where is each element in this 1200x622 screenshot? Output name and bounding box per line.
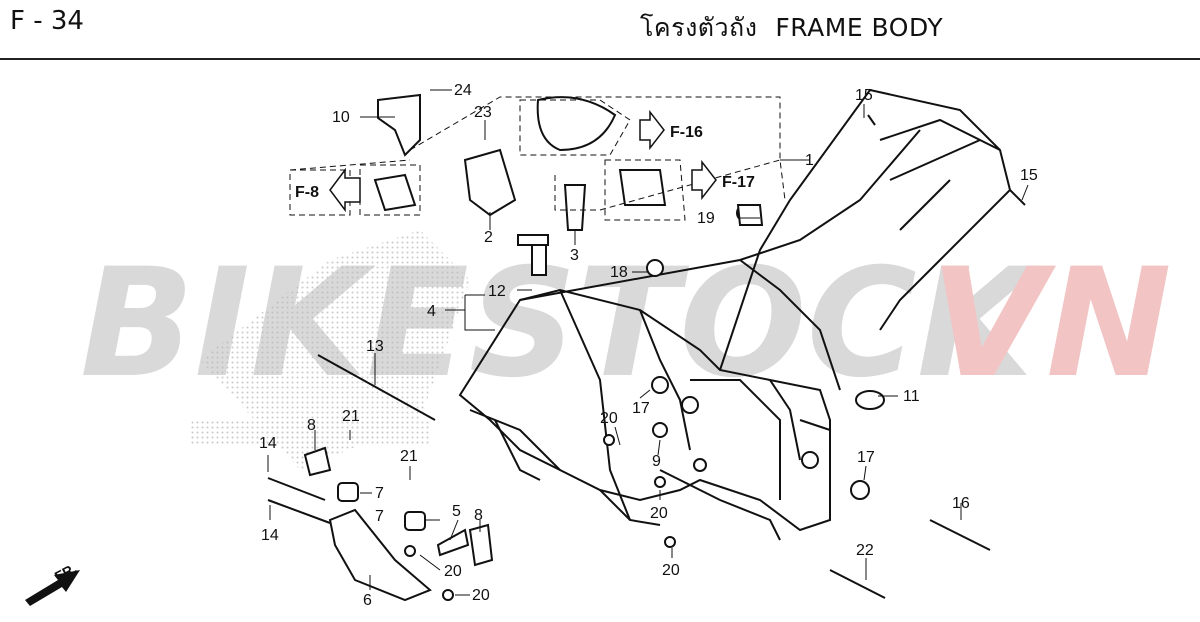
ref-f17[interactable]: F-17 [722, 174, 755, 191]
reference-boxes [289, 96, 786, 221]
page-title: โครงตัวถัง FRAME BODY [640, 8, 943, 48]
callout-15a[interactable]: 15 [855, 87, 873, 104]
callout-24[interactable]: 24 [454, 82, 472, 99]
callout-20e[interactable]: 20 [472, 587, 490, 604]
callout-17a[interactable]: 17 [632, 400, 650, 417]
arrow-left-icon [329, 167, 361, 213]
callout-1[interactable]: 1 [805, 152, 814, 169]
callout-7a[interactable]: 7 [375, 485, 384, 502]
title-thai: โครงตัวถัง [640, 13, 758, 42]
callout-6[interactable]: 6 [363, 592, 372, 609]
page-code: F - 34 [10, 6, 84, 36]
callout-8a[interactable]: 8 [307, 417, 316, 434]
callout-21b[interactable]: 21 [400, 448, 418, 465]
callout-14b[interactable]: 14 [261, 527, 279, 544]
callout-15b[interactable]: 15 [1020, 167, 1038, 184]
callout-20d[interactable]: 20 [444, 563, 462, 580]
parts-diagram: BIKESTOCK VN [25, 82, 1172, 609]
callout-11[interactable]: 11 [903, 388, 920, 405]
ref-f8[interactable]: F-8 [295, 184, 319, 201]
front-label: FR. [52, 560, 79, 585]
callout-13[interactable]: 13 [366, 338, 384, 355]
callout-9[interactable]: 9 [652, 453, 661, 470]
arrow-right-icon [691, 159, 717, 201]
brand-logo-watermark [190, 230, 470, 470]
leader-lines [267, 89, 1029, 596]
front-direction-indicator: FR. [25, 560, 80, 606]
reference-arrows [329, 109, 717, 213]
callout-12[interactable]: 12 [488, 283, 506, 300]
callout-23[interactable]: 23 [474, 104, 492, 121]
fasteners [267, 93, 1026, 602]
title-english: FRAME BODY [775, 13, 944, 42]
callout-19[interactable]: 19 [697, 210, 715, 227]
callout-4[interactable]: 4 [427, 303, 436, 320]
callout-22[interactable]: 22 [856, 542, 874, 559]
front-arrow-icon [25, 570, 80, 606]
page-header: F - 34 โครงตัวถัง FRAME BODY [0, 0, 1200, 60]
callout-20b[interactable]: 20 [650, 505, 668, 522]
callout-18[interactable]: 18 [610, 264, 628, 281]
ref-f16[interactable]: F-16 [670, 124, 703, 141]
callout-3[interactable]: 3 [570, 247, 579, 264]
callout-labels: 1 2 3 4 5 6 7 7 8 8 9 10 11 12 13 14 14 … [259, 82, 1038, 609]
callout-10[interactable]: 10 [332, 109, 350, 126]
callout-20a[interactable]: 20 [600, 410, 618, 427]
callout-16[interactable]: 16 [952, 495, 970, 512]
callout-14a[interactable]: 14 [259, 435, 277, 452]
callout-5[interactable]: 5 [452, 503, 461, 520]
arrow-right-icon [639, 109, 665, 151]
callout-7b[interactable]: 7 [375, 508, 384, 525]
callout-17b[interactable]: 17 [857, 449, 875, 466]
callout-8b[interactable]: 8 [474, 507, 483, 524]
callout-20c[interactable]: 20 [662, 562, 680, 579]
callout-21a[interactable]: 21 [342, 408, 360, 425]
callout-2[interactable]: 2 [484, 229, 493, 246]
frame-body [458, 88, 1012, 541]
watermark-text-2: VN [930, 237, 1172, 411]
